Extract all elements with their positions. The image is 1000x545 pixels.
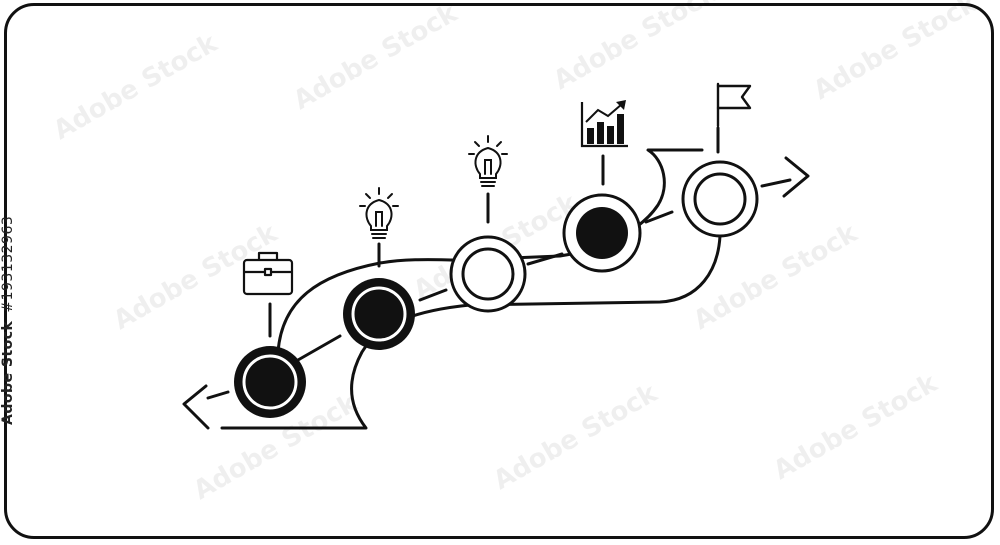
milestone-3 (449, 235, 527, 313)
milestone-5 (681, 160, 759, 238)
svg-text:Adobe Stock: Adobe Stock (769, 368, 944, 486)
svg-text:Adobe Stock: Adobe Stock (109, 218, 284, 336)
svg-text:Adobe Stock: Adobe Stock (809, 0, 984, 106)
svg-text:Adobe Stock: Adobe Stock (49, 28, 224, 146)
briefcase-icon (242, 251, 294, 296)
svg-text:Adobe Stock: Adobe Stock (489, 378, 664, 496)
stock-brand-mark: Adobe Stock (0, 320, 16, 425)
milestone-2 (343, 278, 415, 350)
road-center-dashes (206, 178, 792, 400)
flag-icon (716, 82, 752, 128)
lightbulb-icon (468, 135, 508, 187)
svg-text:Adobe Stock: Adobe Stock (289, 0, 464, 116)
lightbulb-icon (359, 187, 399, 239)
left-arrowhead (182, 384, 210, 430)
growth-chart-icon (580, 100, 628, 148)
right-arrowhead (782, 156, 810, 198)
direction-arrows (182, 156, 810, 430)
milestone-1 (234, 346, 306, 418)
stock-watermark-label: Adobe Stock #193132963 (0, 216, 16, 425)
stock-id-number: #193132963 (0, 215, 16, 313)
svg-text:Adobe Stock: Adobe Stock (549, 0, 724, 96)
milestone-4 (562, 193, 642, 273)
icon-stems (268, 126, 720, 338)
